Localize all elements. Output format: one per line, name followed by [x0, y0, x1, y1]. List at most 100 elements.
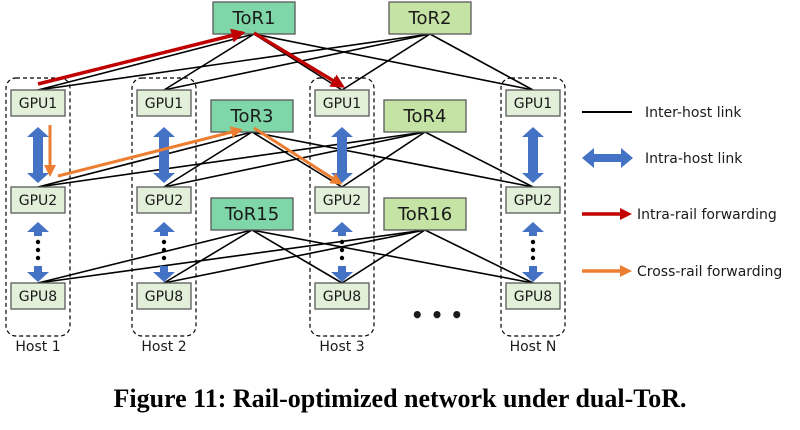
inter-host-link [424, 131, 534, 188]
intra-host-link-icon [522, 127, 544, 183]
cross-rail-path [253, 126, 343, 185]
inter-host-link [341, 131, 426, 188]
gpu-label: GPU2 [19, 193, 57, 209]
ellipsis-dot [161, 239, 167, 245]
figure-caption: Figure 11: Rail-optimized network under … [113, 384, 687, 413]
arrowhead-icon [620, 265, 632, 277]
tor-switch-tor2: ToR2 [388, 1, 472, 35]
inter-host-link [341, 33, 431, 91]
inter-host-link [424, 229, 534, 284]
inter-host-link [37, 33, 431, 91]
tor-label: ToR15 [224, 204, 279, 225]
inter-host-link [251, 131, 534, 188]
tor-label: ToR2 [408, 8, 452, 29]
tor-switch-tor3: ToR3 [210, 99, 294, 133]
cross-rail-path [57, 126, 243, 178]
arrow-up-icon [331, 222, 353, 236]
gpu-box [136, 186, 192, 214]
ellipsis-dot [530, 247, 536, 253]
tor-box [383, 99, 467, 133]
ellipsis-dot [35, 247, 41, 253]
gpu-box [10, 186, 66, 214]
gpu-label: GPU8 [145, 289, 183, 305]
more-hosts-ellipsis: • • • [411, 303, 463, 327]
intra-host-link-icon [582, 148, 633, 168]
inter-host-link [429, 33, 534, 91]
arrow-up-icon [153, 222, 175, 236]
inter-host-link [251, 229, 534, 284]
gpu-box [314, 89, 370, 117]
arrow-down-icon [331, 266, 353, 282]
host-label: Host 3 [319, 339, 364, 355]
gpu-box [314, 282, 370, 310]
gpu-box [314, 186, 370, 214]
inter-host-link [163, 33, 255, 91]
gpu-label: GPU8 [323, 289, 361, 305]
ellipsis-dot [35, 239, 41, 245]
tor-label: ToR4 [403, 106, 447, 127]
ellipsis-dot [339, 255, 345, 261]
inter-host-link [163, 33, 431, 91]
inter-host-link [163, 131, 253, 188]
arrow-up-icon [522, 222, 544, 236]
arrow-down-icon [522, 266, 544, 282]
host-boundary [131, 77, 197, 337]
intra-host-link-icon [27, 127, 49, 183]
gpu-label: GPU2 [323, 193, 361, 209]
inter-host-link [37, 131, 253, 188]
tor-label: ToR3 [230, 106, 274, 127]
arrow-down-icon [27, 266, 49, 282]
legend-item-inter-host: Inter-host link [582, 105, 742, 121]
arrow-down-icon [153, 266, 175, 282]
inter-host-link [163, 229, 253, 284]
gpu-label: GPU2 [145, 193, 183, 209]
gpu-label: GPU1 [145, 96, 183, 112]
inter-host-link [253, 33, 534, 91]
host-label: Host 2 [141, 339, 186, 355]
intra-rail-path [37, 28, 246, 86]
ellipsis-dot [161, 247, 167, 253]
gpu-box [505, 89, 561, 117]
legend-label: Intra-host link [645, 151, 743, 167]
inter-host-link [37, 229, 253, 284]
tor-switch-tor1: ToR1 [212, 1, 296, 35]
ellipsis-dot [339, 239, 345, 245]
tor-box [388, 1, 472, 35]
tor-box [383, 197, 467, 231]
host-label: Host N [510, 339, 557, 355]
tor-switch-tor15: ToR15 [210, 197, 294, 231]
gpu-box [505, 186, 561, 214]
tor-label: ToR16 [397, 204, 452, 225]
inter-host-link [37, 131, 426, 188]
gpu-label: GPU1 [514, 96, 552, 112]
host-label: Host 1 [15, 339, 60, 355]
ellipsis-dot [161, 255, 167, 261]
legend-item-intra-host: Intra-host link [582, 148, 743, 168]
gpu-label: GPU1 [19, 96, 57, 112]
arrowhead-icon [620, 208, 632, 220]
gpu-box [10, 89, 66, 117]
arrow-up-icon [27, 222, 49, 236]
gpu-label: GPU2 [514, 193, 552, 209]
legend-label: Inter-host link [645, 105, 742, 121]
inter-host-link [37, 33, 255, 91]
intra-rail-path [253, 31, 345, 88]
inter-host-link [341, 229, 426, 284]
gpu-box [136, 89, 192, 117]
intra-host-link-icon [331, 127, 353, 183]
ellipsis-dot [530, 239, 536, 245]
tor-box [210, 197, 294, 231]
gpu-label: GPU8 [19, 289, 57, 305]
inter-host-link [37, 229, 426, 284]
tor-switch-tor16: ToR16 [383, 197, 467, 231]
legend-label: Cross-rail forwarding [637, 264, 782, 280]
gpu-box [10, 282, 66, 310]
legend-item-cross-rail: Cross-rail forwarding [582, 264, 782, 280]
inter-host-links [37, 33, 534, 284]
